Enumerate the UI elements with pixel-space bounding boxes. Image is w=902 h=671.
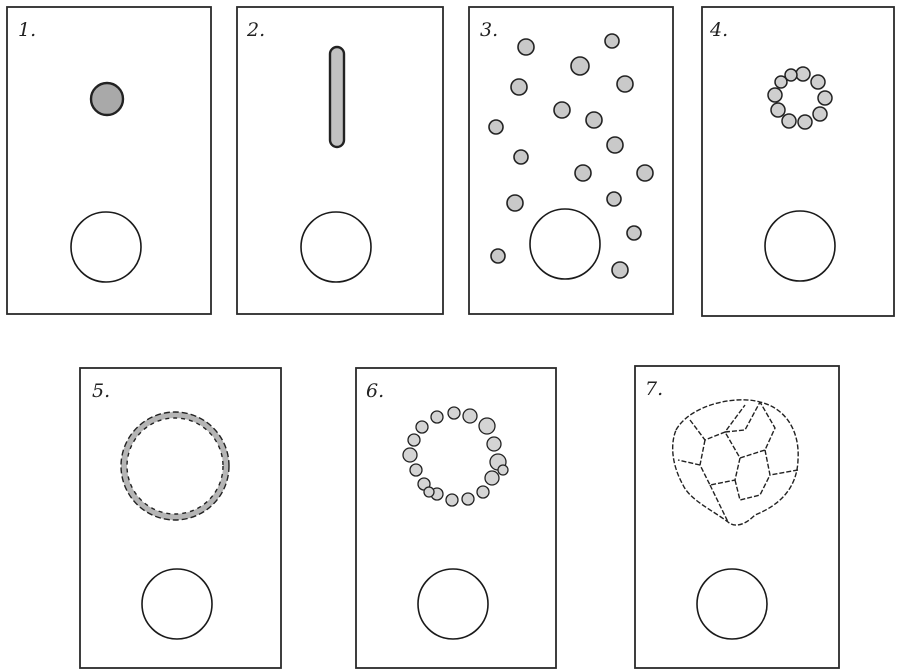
panel-5-reference-circle [142, 569, 212, 639]
panel-7-label: 7. [645, 378, 663, 400]
panel-1-label: 1. [18, 19, 36, 41]
panel-4-label: 4. [709, 19, 728, 41]
panel-6-label: 6. [366, 380, 384, 402]
panel-3: 3. [469, 7, 673, 314]
panel-2-label: 2. [246, 19, 265, 41]
panel-2-reference-circle [301, 212, 371, 282]
panel-2-rod [330, 47, 344, 147]
panel-1-nucleolus [91, 83, 123, 115]
panel-3-label: 3. [480, 19, 498, 41]
panel-6-reference-circle [418, 569, 488, 639]
panel-4-reference-circle [765, 211, 835, 281]
panel-2: 2. [237, 7, 443, 314]
panel-5: 5. [80, 368, 281, 668]
panel-4: 4. [702, 7, 894, 316]
panel-6: 6. [356, 368, 556, 668]
panel-7: 7. [635, 366, 839, 668]
panel-1-reference-circle [71, 212, 141, 282]
panel-7-reference-circle [697, 569, 767, 639]
panel-1: 1. [7, 7, 211, 314]
panel-3-reference-circle [530, 209, 600, 279]
panel-5-label: 5. [92, 380, 110, 402]
